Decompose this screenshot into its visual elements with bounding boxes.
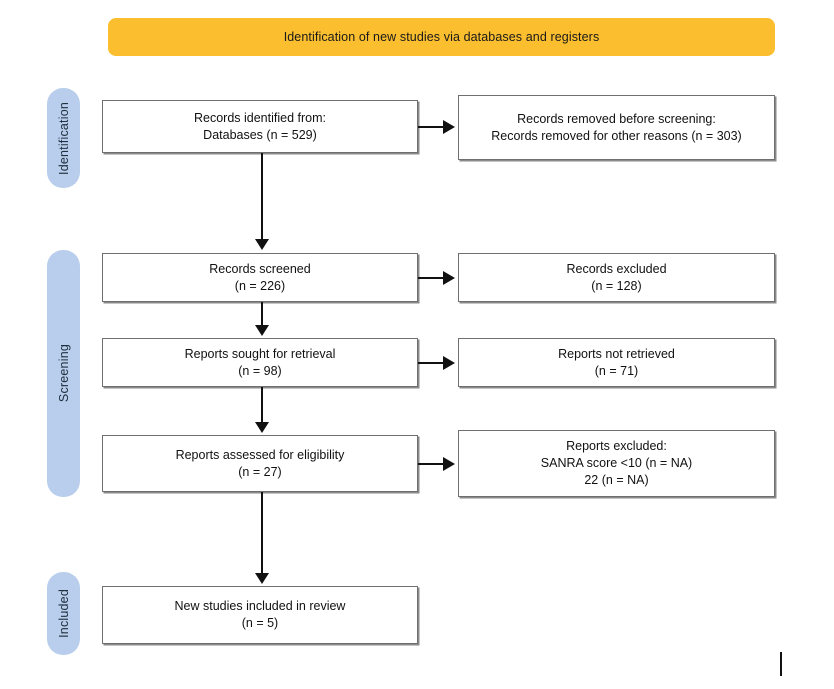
node-new-studies-included: New studies included in review (n = 5): [102, 586, 418, 644]
connector-sought-to-not-retrieved: [418, 362, 445, 364]
stage-bar-identification: Identification: [47, 88, 80, 188]
node-records-screened-text: Records screened (n = 226): [209, 261, 311, 293]
arrow-down-icon: [255, 239, 269, 250]
node-reports-sought-text: Reports sought for retrieval (n = 98): [184, 346, 336, 378]
arrow-down-icon: [255, 325, 269, 336]
connector-screened-to-sought: [261, 302, 263, 326]
node-records-screened: Records screened (n = 226): [102, 253, 418, 302]
diagram-header-banner: Identification of new studies via databa…: [108, 18, 775, 56]
node-reports-sought: Reports sought for retrieval (n = 98): [102, 338, 418, 387]
connector-identified-to-screened: [261, 153, 263, 241]
connector-screened-to-excluded: [418, 277, 445, 279]
stage-label-screening: Screening: [56, 344, 71, 403]
node-records-excluded-text: Records excluded (n = 128): [566, 261, 667, 293]
stage-bar-included: Included: [47, 572, 80, 655]
node-reports-not-retrieved-text: Reports not retrieved (n = 71): [558, 346, 675, 378]
connector-assessed-to-included: [261, 492, 263, 573]
arrow-down-icon: [255, 422, 269, 433]
node-new-studies-included-text: New studies included in review (n = 5): [174, 599, 346, 630]
arrow-right-icon: [443, 120, 455, 134]
connector-assessed-to-reports-excluded: [418, 463, 445, 465]
stage-bar-screening: Screening: [47, 250, 80, 497]
node-reports-assessed: Reports assessed for eligibility (n = 27…: [102, 435, 418, 492]
arrow-right-icon: [443, 356, 455, 370]
arrow-right-icon: [443, 271, 455, 285]
node-reports-assessed-text: Reports assessed for eligibility (n = 27…: [175, 447, 345, 479]
arrow-right-icon: [443, 457, 455, 471]
node-reports-excluded: Reports excluded: SANRA score <10 (n = N…: [458, 430, 775, 497]
node-reports-excluded-text: Reports excluded: SANRA score <10 (n = N…: [540, 439, 693, 487]
node-records-identified-text: Records identified from: Databases (n = …: [193, 110, 326, 142]
diagram-title: Identification of new studies via databa…: [283, 30, 600, 44]
arrow-down-icon: [255, 573, 269, 584]
node-records-excluded: Records excluded (n = 128): [458, 253, 775, 302]
stage-label-identification: Identification: [56, 101, 71, 175]
node-records-identified: Records identified from: Databases (n = …: [102, 100, 418, 153]
node-reports-not-retrieved: Reports not retrieved (n = 71): [458, 338, 775, 387]
connector-identified-to-removed: [418, 126, 445, 128]
connector-sought-to-assessed: [261, 387, 263, 422]
stage-label-included: Included: [56, 589, 71, 638]
node-records-removed-text: Records removed before screening: Record…: [491, 111, 742, 143]
node-records-removed: Records removed before screening: Record…: [458, 95, 775, 160]
corner-tick-mark: [780, 652, 782, 676]
